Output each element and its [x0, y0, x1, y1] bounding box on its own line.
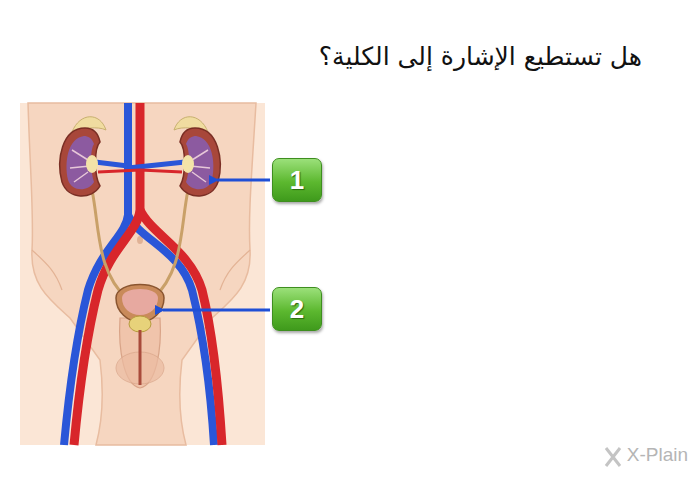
callout-number: 1: [290, 165, 304, 196]
watermark: X-Plain: [627, 444, 688, 466]
leader-arrow: [163, 309, 270, 312]
kidney-right: [180, 128, 220, 196]
title: هل تستطيع الإشارة إلى الكلية؟: [319, 42, 642, 71]
bladder: [116, 285, 164, 386]
watermark-icon: [606, 448, 620, 466]
panel: [20, 103, 265, 445]
torso: [28, 103, 256, 445]
callout-box: 2: [272, 287, 322, 331]
callout-number: 2: [290, 294, 304, 325]
kidney-left: [60, 128, 100, 196]
leader-arrow: [217, 179, 270, 182]
ureter: [92, 190, 128, 300]
callout-box: 1: [272, 158, 322, 202]
